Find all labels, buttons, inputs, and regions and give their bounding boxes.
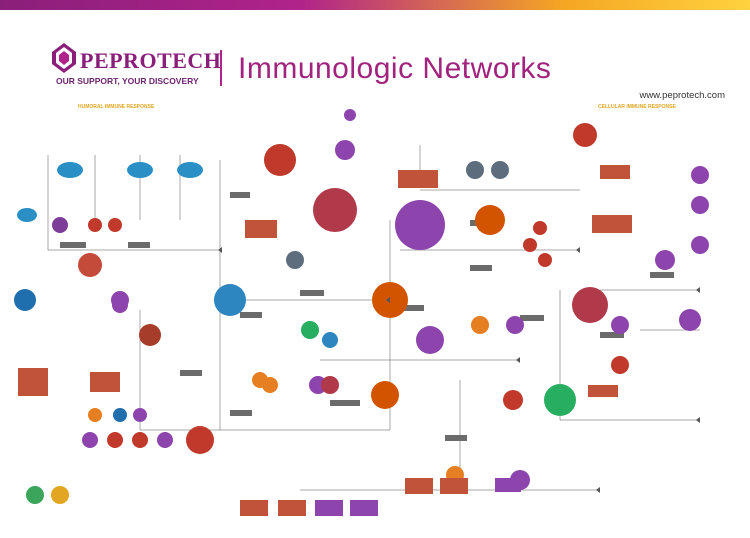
mast-cell	[113, 408, 127, 422]
th1-cell	[572, 287, 608, 323]
macrophage	[679, 309, 701, 331]
treg-cell	[611, 316, 629, 334]
endothelial-cells	[240, 500, 268, 516]
plasma-cell	[127, 162, 153, 178]
memory-t-cell	[475, 205, 505, 235]
endothelial-cells	[405, 478, 433, 494]
fibroblasts	[495, 478, 521, 492]
arrow-heads	[218, 247, 700, 493]
neutrophil	[344, 109, 356, 121]
mast-cell	[286, 251, 304, 269]
monocyte	[691, 236, 709, 254]
epithelial-cells	[440, 478, 468, 494]
dendritic-cell	[186, 426, 214, 454]
dendritic-cell	[139, 324, 161, 346]
plasma-cell	[335, 140, 355, 160]
monocyte	[252, 372, 268, 388]
myofibroblasts	[600, 165, 630, 179]
ilc-cell	[157, 432, 173, 448]
top-gradient-bar	[0, 0, 750, 10]
epithelial-cells	[592, 215, 632, 233]
cytokine-boxes	[60, 192, 674, 441]
nk-cell	[544, 384, 576, 416]
humoral-section-label: HUMORAL IMMUNE RESPONSE	[78, 104, 155, 110]
b-cell	[108, 218, 122, 232]
stromal-cells	[350, 500, 378, 516]
mast-cell	[14, 289, 36, 311]
plasma-cell	[57, 162, 83, 178]
epithelial-cells	[245, 220, 277, 238]
plasma-cell	[533, 221, 547, 235]
page-title: Immunologic Networks	[238, 52, 552, 85]
macrophage	[655, 250, 675, 270]
eosinophil	[26, 486, 44, 504]
plasma-cell	[538, 253, 552, 267]
nkt-cell	[691, 196, 709, 214]
th2-cell	[52, 217, 68, 233]
plasma-cell	[177, 162, 203, 178]
antigen-presenting-cell	[313, 188, 357, 232]
brand-name: PEPROTECH	[80, 48, 222, 73]
fibroblasts	[315, 500, 343, 516]
epithelial-cells	[588, 385, 618, 397]
neutrophil	[466, 161, 484, 179]
nk-cell	[691, 166, 709, 184]
website-url: www.peprotech.com	[639, 90, 725, 101]
th2-cell	[107, 432, 123, 448]
eosinophil	[88, 408, 102, 422]
cd8-t-cell	[503, 390, 523, 410]
immunologic-network-diagram	[14, 109, 709, 516]
plasma-cell	[523, 238, 537, 252]
plasmablast	[78, 253, 102, 277]
macrophage	[395, 200, 445, 250]
dendritic-cell	[264, 144, 296, 176]
dendritic-cell	[371, 381, 399, 409]
basophil	[133, 408, 147, 422]
th22-cell	[112, 297, 128, 313]
epithelial-cells	[278, 500, 306, 516]
nk-cell	[82, 432, 98, 448]
th1-cell	[301, 321, 319, 339]
epithelial-cells	[398, 170, 438, 188]
tagline: OUR SUPPORT, YOUR DISCOVERY	[56, 76, 199, 86]
header-divider	[220, 50, 222, 86]
th2-cell	[322, 332, 338, 348]
th17-cell	[506, 316, 524, 334]
cellular-section-label: CELLULAR IMMUNE RESPONSE	[598, 104, 676, 110]
eosinophil	[491, 161, 509, 179]
cytotoxic-t-cell	[573, 123, 597, 147]
epithelial-cells	[18, 368, 48, 396]
peprotech-logo-icon	[52, 43, 76, 73]
basophil	[51, 486, 69, 504]
th17-cell	[214, 284, 246, 316]
plasma-cell	[17, 208, 37, 222]
fibroblast	[416, 326, 444, 354]
eosinophil	[471, 316, 489, 334]
th9-cell	[132, 432, 148, 448]
th1-cell	[611, 356, 629, 374]
header: PEPROTECH OUR SUPPORT, YOUR DISCOVERY Im…	[0, 10, 750, 101]
th1-cell	[88, 218, 102, 232]
tfh-cell	[321, 376, 339, 394]
cells	[14, 109, 709, 516]
goblet-cells	[90, 372, 120, 392]
